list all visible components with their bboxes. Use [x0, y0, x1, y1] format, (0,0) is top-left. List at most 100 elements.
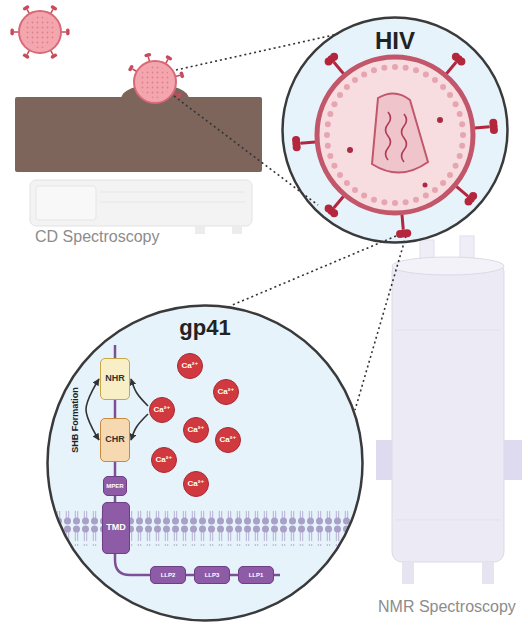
hiv-virion: [402, 114, 407, 162]
matrix-protein: [447, 92, 453, 98]
hiv-virion: [372, 93, 428, 172]
domain-box: TMD: [102, 502, 130, 554]
node-label: LLP2: [161, 572, 176, 579]
virus-particle: [10, 5, 69, 58]
matrix-protein: [331, 101, 337, 107]
circle-outline: [48, 306, 363, 621]
matrix-protein: [453, 163, 459, 169]
matrix-protein: [331, 163, 337, 169]
matrix-protein: [371, 197, 377, 203]
env-spike: [456, 186, 467, 196]
node-label: LLP1: [249, 572, 264, 579]
virus-spike: [66, 32, 70, 36]
zoom-circle: gp41NHRCHRMPERTMDLLP2LLP3LLP1Ca²⁺Ca²⁺Ca²…: [46, 304, 364, 622]
matrix-protein: [432, 187, 438, 193]
matrix-protein: [325, 143, 331, 149]
matrix-protein: [361, 71, 367, 77]
process-label: SHB Formation: [71, 387, 81, 453]
env-spike: [330, 53, 338, 61]
binding-arrow: [86, 379, 99, 440]
matrix-protein: [327, 111, 333, 117]
zoom-line: [230, 236, 396, 306]
env-spike: [396, 230, 404, 238]
cell-membrane: [15, 84, 262, 172]
cd-spectrometer: [30, 180, 252, 226]
env-spike: [300, 142, 315, 143]
matrix-protein: [361, 193, 367, 199]
calcium-ion: Ca²⁺: [215, 427, 241, 453]
node-label: Ca²⁺: [217, 388, 234, 397]
env-spike: [292, 136, 300, 144]
matrix-protein: [403, 65, 409, 71]
virus-spike: [51, 55, 55, 59]
env-spike: [402, 215, 403, 230]
matrix-protein: [447, 172, 453, 178]
matrix-protein: [403, 199, 409, 205]
hiv-virion: [317, 57, 473, 213]
hiv-virion: [292, 53, 498, 238]
matrix-protein: [460, 132, 466, 138]
matrix-protein: [440, 180, 446, 186]
circle-title: gp41: [46, 316, 364, 340]
cd-spectrometer: [36, 186, 96, 220]
matrix-protein: [327, 153, 333, 159]
domain-box: NHR: [100, 358, 130, 400]
zoom-line: [355, 236, 406, 410]
virus-spike: [10, 5, 69, 58]
matrix-protein: [344, 84, 350, 90]
budding-virus: [139, 66, 171, 98]
node-label: Ca²⁺: [181, 362, 198, 371]
zoom-circle: HIV: [281, 16, 509, 244]
virus-spike: [54, 7, 58, 11]
env-spike: [465, 197, 473, 205]
calcium-ion: Ca²⁺: [149, 397, 175, 423]
node-label: CHR: [105, 435, 125, 445]
matrix-protein: [324, 132, 330, 138]
node-label: LLP3: [205, 572, 220, 579]
calcium-ion: Ca²⁺: [213, 379, 239, 405]
cd-spectrometer: [195, 226, 205, 234]
matrix-protein: [413, 67, 419, 73]
virus-spike: [169, 57, 173, 61]
lipid-bilayer: [46, 511, 364, 546]
domain-box: CHR: [100, 418, 130, 462]
virus-spike: [180, 75, 184, 79]
matrix-protein: [337, 92, 343, 98]
budding-virus: [134, 61, 176, 103]
env-spike: [334, 62, 344, 73]
env-spike: [334, 196, 344, 207]
hiv-virion: [347, 147, 353, 153]
matrix-protein: [457, 153, 463, 159]
domain-box: LLP2: [150, 566, 186, 584]
virus-spike: [26, 5, 30, 9]
matrix-protein: [392, 200, 398, 206]
instrument-label: CD Spectroscopy: [35, 228, 160, 246]
virus-spike: [23, 53, 27, 57]
calcium-ion: Ca²⁺: [183, 471, 209, 497]
matrix-protein: [371, 67, 377, 73]
env-spike: [457, 57, 465, 65]
virus-spike: [130, 65, 134, 69]
virus-spike: [148, 53, 152, 57]
cd-spectrometer: [100, 192, 245, 202]
matrix-protein: [440, 84, 446, 90]
circle-title: HIV: [281, 28, 509, 54]
matrix-protein: [352, 77, 358, 83]
nmr-magnet: [395, 330, 501, 520]
matrix-protein: [325, 121, 331, 127]
matrix-protein: [392, 64, 398, 70]
virus-spike: [10, 29, 14, 33]
nmr-magnet: [504, 440, 522, 480]
node-label: Ca²⁺: [153, 406, 170, 415]
node-label: TMD: [106, 523, 126, 533]
cd-spectrometer: [232, 226, 242, 234]
virus-particle: [19, 11, 61, 53]
gp41-chain: [115, 345, 280, 575]
virus-spike: [176, 96, 180, 100]
hiv-virion: [386, 112, 391, 160]
env-spike: [446, 62, 456, 73]
node-label: Ca²⁺: [187, 480, 204, 489]
